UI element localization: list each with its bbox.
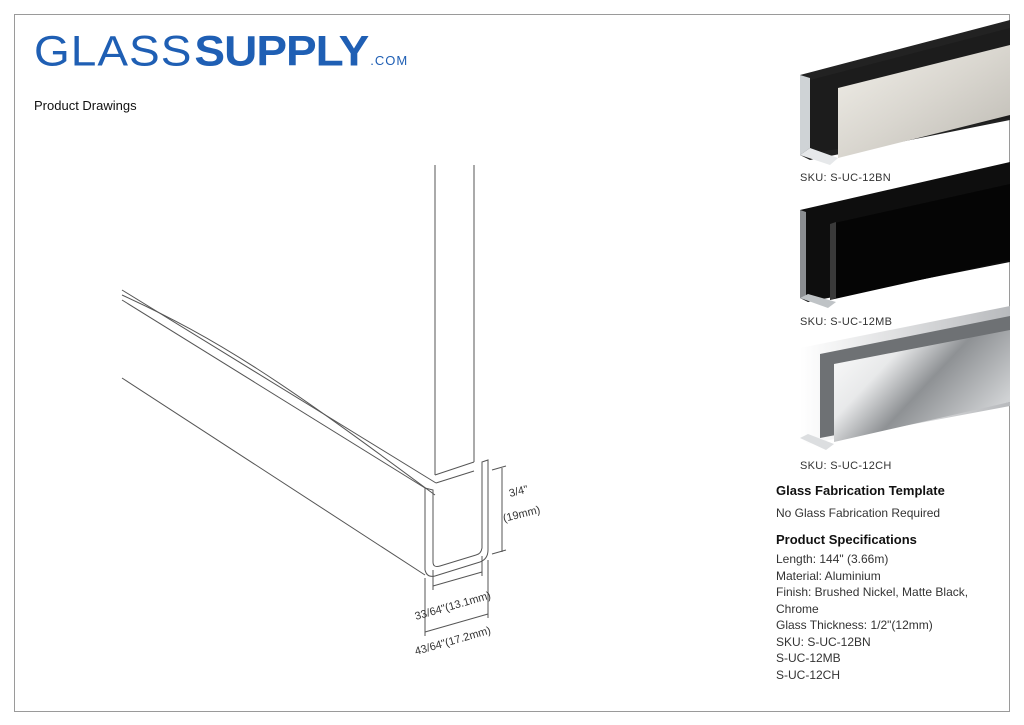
dim-height-label: 3/4" [508, 484, 530, 500]
fabrication-heading: Glass Fabrication Template [776, 483, 945, 498]
logo-suffix: .COM [370, 53, 409, 68]
logo-text-bold: SUPPLY [194, 27, 369, 75]
dim-outer-line [424, 613, 489, 633]
channel-lip-line [121, 294, 436, 496]
channel-top-edge [121, 289, 437, 484]
section-title: Product Drawings [34, 98, 137, 113]
channel-profile [424, 459, 489, 577]
spec-line: S-UC-12CH [776, 667, 841, 682]
dim-height-tick-bottom [491, 549, 507, 555]
dim-height-mm-label: (19mm) [502, 504, 542, 525]
spec-line: Finish: Brushed Nickel, Matte Black, [776, 585, 969, 599]
product-image-matte-black [800, 162, 1010, 308]
specs-heading: Product Specifications [776, 532, 917, 547]
product-sku-label: SKU: S-UC-12BN [800, 172, 891, 184]
glassupply-logo: GLASS SUPPLY .COM [34, 26, 408, 74]
logo-text-light: GLASS [34, 27, 193, 75]
u-channel-drawing: 3/4" (19mm) 33/64"(13.1mm) 43/64"(17.2mm… [121, 165, 542, 658]
spec-line: SKU: S-UC-12BN [776, 634, 871, 649]
spec-line: Glass Thickness: 1/2"(12mm) [776, 618, 933, 632]
product-image-chrome [800, 306, 1010, 450]
product-sku-label: SKU: S-UC-12CH [800, 460, 892, 472]
glass-bottom-edge [434, 461, 475, 476]
product-image-brushed-nickel [800, 20, 1010, 165]
dim-height-tick-top [491, 465, 507, 471]
fabrication-text: No Glass Fabrication Required [776, 506, 941, 520]
spec-line: S-UC-12MB [776, 651, 841, 665]
spec-line: Length: 144" (3.66m) [776, 552, 889, 566]
channel-bottom-edge [121, 377, 426, 576]
specs-list: Length: 144" (3.66m) Material: Aluminium… [776, 551, 968, 683]
spec-line: Chrome [776, 601, 819, 616]
spec-line: Material: Aluminium [776, 568, 881, 583]
dim-inner-line [432, 571, 483, 587]
product-sku-label: SKU: S-UC-12MB [800, 316, 893, 328]
